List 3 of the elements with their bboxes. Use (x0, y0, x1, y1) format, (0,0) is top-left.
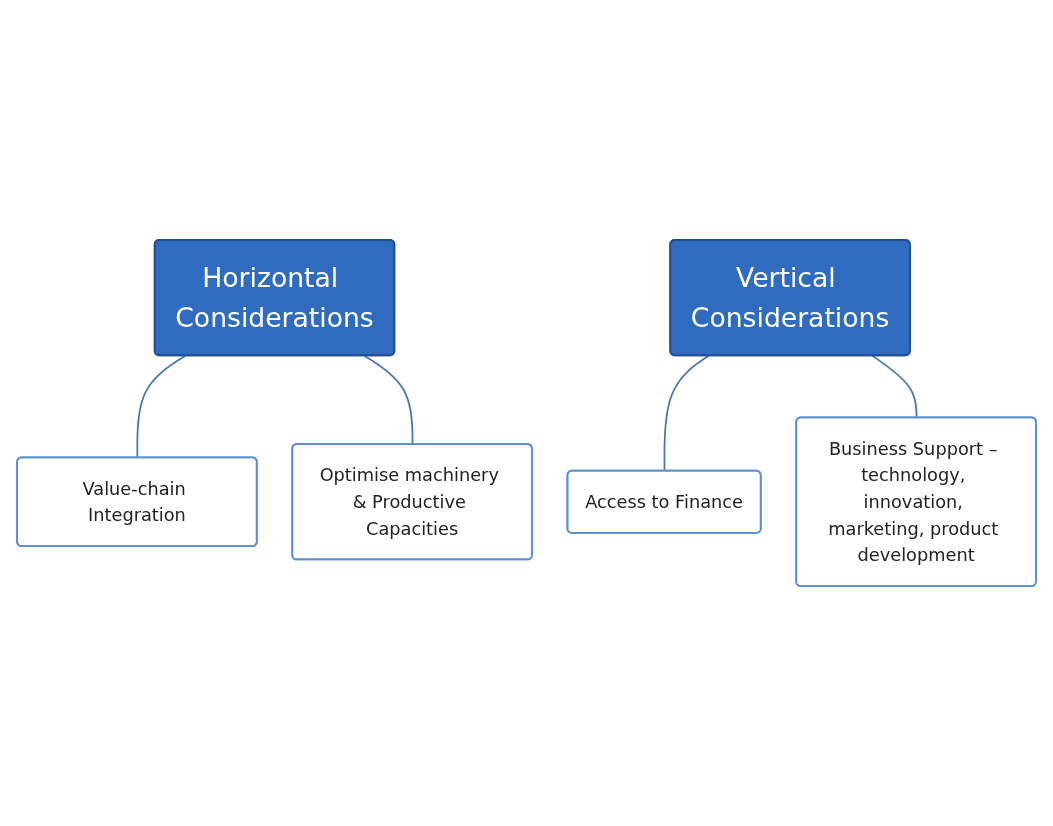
connector (363, 354, 414, 446)
connector (136, 354, 187, 459)
connector (871, 354, 918, 419)
